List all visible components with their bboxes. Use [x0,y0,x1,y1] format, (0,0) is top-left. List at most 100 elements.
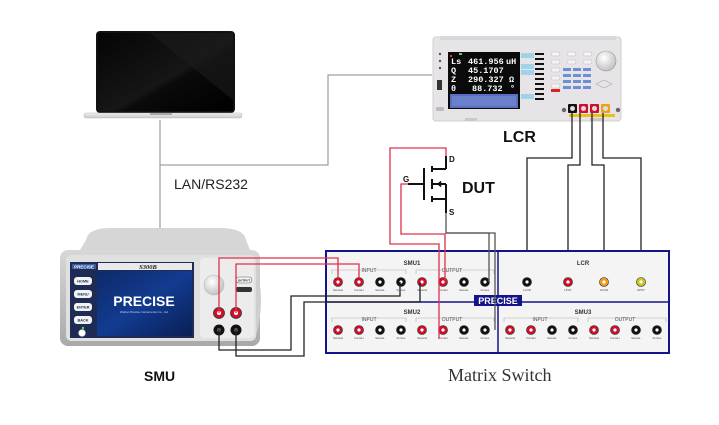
smu-model: S300B [139,264,157,271]
lan-rs232-label: LAN/RS232 [174,176,248,192]
smu2-input-sensel-label: SenseL [375,336,385,340]
smu-brand: PRECISE [74,265,94,270]
smu2-output-forceh-label: ForceH [438,336,447,340]
smu-instrument: PRECISE S300B PRECISE Wuhan Precise Inst… [60,228,261,346]
smu3-output-forcel-label: ForceL [653,336,662,340]
smu1-output-forceh-center [441,280,445,284]
terminal-group-bracket [415,317,495,322]
smu3-input-forcel-center [571,328,575,332]
lcr-unit-2: Ω [509,75,514,85]
smu1-input-label: INPUT [362,268,377,274]
terminal-group-bracket [415,269,495,274]
gate-label: G [403,175,409,184]
module-smu2-title: SMU2 [404,310,421,316]
smu3-input-label: INPUT [533,317,548,323]
terminal-group-bracket [331,317,407,322]
smu2-input-sensel-center [378,328,382,332]
lcr-meter: Ls 461.956 uH Q 45.1707 Z 290.327 Ω θ 88… [432,36,622,122]
smu-enter-button: ENTER [77,306,90,310]
smu1-input-sensel-center [378,280,382,284]
smu2-input-forcel-center [399,328,403,332]
smu2-input-forcel-label: ForceL [397,336,406,340]
smu2-input-forceh-center [357,328,361,332]
smu2-input-label: INPUT [362,317,377,323]
smu3-output-forceh-label: ForceH [610,336,619,340]
terminal-group-bracket [503,317,579,322]
lcr-param-0: Ls [451,57,461,67]
smu-wires [218,257,421,357]
smu1-input-forcel-label: ForceL [397,288,406,292]
smu2-output-label: OUTPUT [442,317,463,323]
smu3-input-senseh-label: SenseH [505,336,515,340]
lcr-hpot-terminal-center [639,280,643,284]
lcr-lcur-terminal-label: LCUR [523,288,531,292]
smu2-output-senseh-label: SenseH [417,336,427,340]
smu3-output-sensel-label: SenseL [631,336,641,340]
smu1-input-sensel-label: SenseL [375,288,385,292]
smu3-output-senseh-label: SenseH [589,336,599,340]
smu1-output-forcel-label: ForceL [481,288,490,292]
smu2-output-forceh-center [441,328,445,332]
source-label: S [449,208,455,217]
smu3-input-forceh-center [529,328,533,332]
dut-label: DUT [462,180,495,197]
smu2-output-forcel-label: ForceL [481,336,490,340]
lcr-value-3: 88.732 [472,84,503,94]
smu-back-button: BACK [78,319,89,323]
smu2-output-senseh-center [420,328,424,332]
smu-menu-button: MENU [77,293,88,297]
laptop [83,31,243,119]
smu2-input-forceh-label: ForceH [354,336,363,340]
smu3-input-senseh-center [508,328,512,332]
lcr-value-0: 461.956 [468,57,504,67]
lcr-terminals [568,104,610,113]
lcr-param-2: Z [451,75,456,85]
lcr-value-2: 290.327 [468,75,504,85]
lcr-lpot-terminal-label: LPOT [564,288,572,292]
smu3-input-forcel-label: ForceL [569,336,578,340]
smu3-input-sensel-label: SenseL [547,336,557,340]
lcr-unit-3: ° [510,84,515,94]
smu2-output-forcel-center [483,328,487,332]
lcr-unit-0: uH [506,57,516,67]
smu1-input-senseh-center [336,280,340,284]
smu3-input-sensel-center [550,328,554,332]
smu1-output-sensel-center [462,280,466,284]
lcr-hcur-terminal-center [602,280,606,284]
smu-screen-brand: PRECISE [113,293,174,309]
smu1-output-senseh-center [420,280,424,284]
smu3-output-sensel-center [634,328,638,332]
smu1-output-senseh-label: SenseH [417,288,427,292]
smu1-output-sensel-label: SenseL [459,288,469,292]
smu1-input-forceh-center [357,280,361,284]
smu1-output-forceh-label: ForceH [438,288,447,292]
smu1-output-label: OUTPUT [442,268,463,274]
module-lcr-title: LCR [577,261,590,267]
lcr-param-3: θ [451,84,456,94]
smu2-input-senseh-label: SenseH [333,336,343,340]
smu-label: SMU [144,368,175,384]
dut-mosfet [408,156,447,213]
module-smu3-title: SMU3 [575,310,592,316]
lcr-display: Ls 461.956 uH Q 45.1707 Z 290.327 Ω θ 88… [451,57,516,94]
smu-output-button: OUTPUT [238,279,251,283]
matrix-terminals: SenseH ForceH SenseL ForceL SenseH ForceH Sens… [331,269,667,340]
lcr-hcur-terminal-label: HCUR [600,288,608,292]
lcr-param-1: Q [451,66,456,76]
lcr-hpot-terminal-label: HPOT [637,288,645,292]
smu3-output-forcel-center [655,328,659,332]
matrix-switch-label: Matrix Switch [448,365,552,385]
drain-label: D [449,155,455,164]
lcr-lpot-terminal-center [566,280,570,284]
smu3-output-forceh-center [613,328,617,332]
lcr-wires [526,113,642,278]
smu2-output-sensel-label: SenseL [459,336,469,340]
module-smu1-title: SMU1 [404,261,421,267]
smu3-output-label: OUTPUT [615,317,636,323]
lcr-lcur-terminal-center [525,280,529,284]
matrix-brand: PRECISE [478,296,518,306]
smu1-input-senseh-label: SenseH [333,288,343,292]
smu2-output-sensel-center [462,328,466,332]
smu2-input-senseh-center [336,328,340,332]
terminal-group-bracket [587,317,667,322]
